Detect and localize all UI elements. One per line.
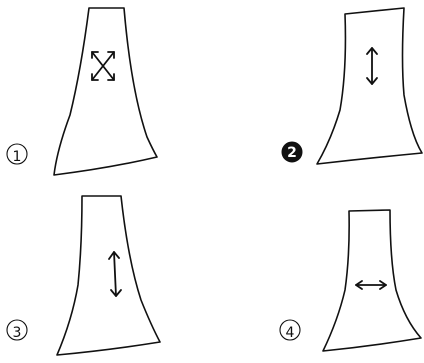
option-4-marker: 4 [286,325,295,341]
option-3-label: 3 [6,319,28,341]
sleeve-shape-2 [316,7,423,165]
option-1-label: 1 [6,143,28,165]
option-2-label: 2 [281,141,303,163]
option-4[interactable]: 4 [279,209,422,352]
option-2[interactable]: 2 [281,7,423,165]
option-3-marker: 3 [13,325,22,341]
option-2-marker: 2 [287,145,297,161]
horizontal-double-arrow-icon [355,280,387,290]
option-4-label: 4 [279,319,301,341]
four-way-diagonal-icon [91,51,115,81]
sleeve-shape-1 [53,7,158,176]
sleeve-shape-3 [56,195,161,356]
sleeve-shape-4 [322,209,422,352]
vertical-double-arrow-icon [108,251,122,297]
vertical-double-arrow-icon [366,47,378,85]
option-3[interactable]: 3 [6,195,161,356]
option-1[interactable]: 1 [6,7,158,176]
option-1-marker: 1 [13,149,22,165]
